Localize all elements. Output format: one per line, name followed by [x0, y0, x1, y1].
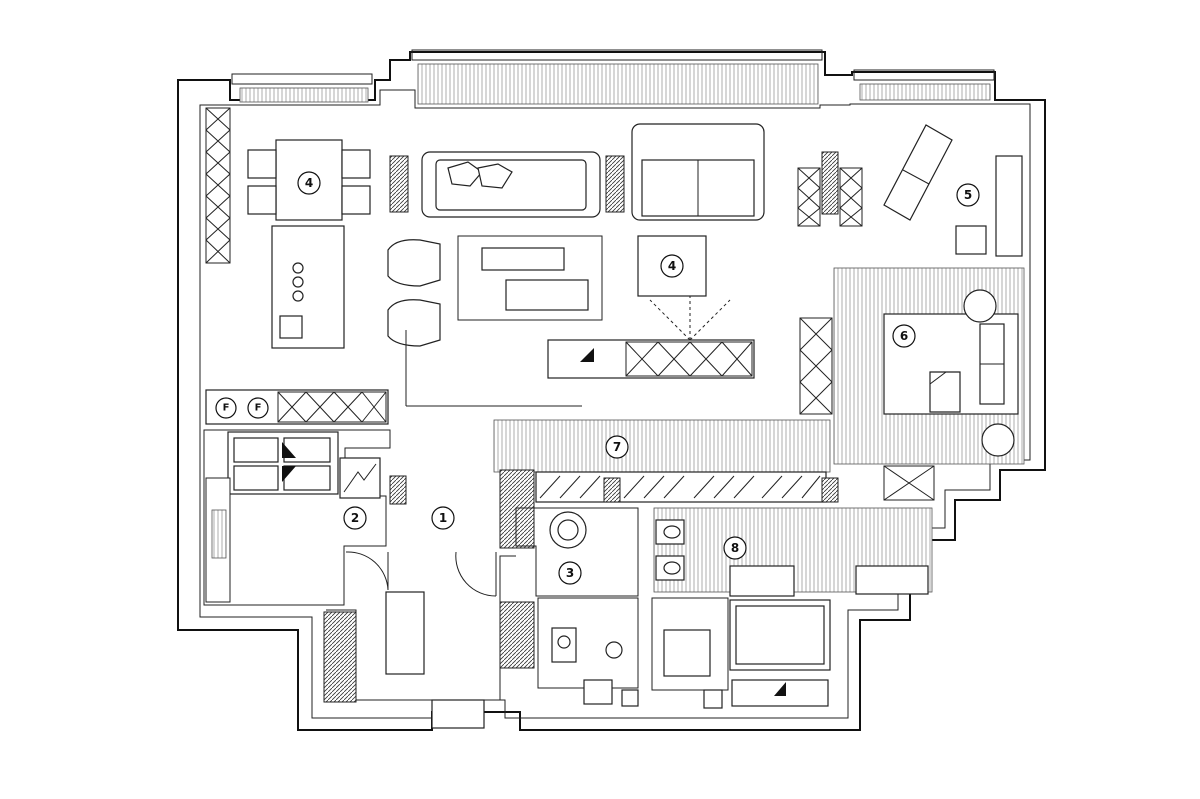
bathroom-3 [515, 507, 639, 707]
fridge-1: F [215, 397, 237, 419]
column-1 [389, 475, 407, 505]
room-label-5: 5 [956, 183, 980, 207]
balcony-right [853, 69, 995, 101]
room-2-walls [203, 429, 391, 606]
room-label-8: 8 [723, 536, 747, 560]
tv-unit [547, 296, 755, 379]
fridge-1-label: F [223, 403, 230, 414]
cabinet-pair [797, 151, 863, 227]
dining-table [247, 139, 371, 221]
kitchen-island [271, 225, 345, 349]
room-label-4b: 4 [660, 254, 684, 278]
door-arc-3 [455, 551, 497, 597]
entry-hall-walls [326, 555, 516, 701]
coffee-table-1 [481, 247, 565, 271]
room-label-1: 1 [431, 506, 455, 530]
room-label-6: 6 [892, 324, 916, 348]
room-number-4a: 4 [305, 176, 313, 190]
door-arc-2 [345, 551, 389, 591]
room-number-1: 1 [439, 511, 447, 525]
balcony-center [411, 49, 823, 105]
room-number-7: 7 [613, 440, 621, 454]
lounger [883, 124, 953, 221]
room-number-8: 8 [731, 541, 739, 555]
chair-5 [955, 225, 987, 255]
front-door [431, 699, 485, 729]
room-label-7: 7 [605, 435, 629, 459]
balcony-left [231, 73, 373, 103]
room-number-3: 3 [566, 566, 574, 580]
room-label-3: 3 [558, 561, 582, 585]
room-number-4b: 4 [668, 259, 676, 273]
corridor-floor [493, 419, 831, 473]
side-cabinet-5 [995, 155, 1023, 257]
side-table-2 [605, 155, 625, 213]
fireplace-icon [580, 348, 594, 362]
rug [457, 235, 603, 321]
sofa-main [421, 151, 601, 218]
fridge-2: F [247, 397, 269, 419]
room-label-4a: 4 [297, 171, 321, 195]
armchair-2 [387, 299, 441, 347]
kitchen-cabinets-left [205, 107, 231, 264]
room-number-5: 5 [964, 188, 972, 202]
wardrobe-row [535, 471, 839, 503]
entry-bench [385, 591, 425, 675]
coat-closet [323, 611, 357, 703]
sofa-second [631, 123, 765, 221]
side-table-1 [389, 155, 409, 213]
bathroom-8 [651, 507, 933, 709]
coffee-table-2 [505, 279, 589, 311]
wardrobe-left-2 [499, 601, 535, 669]
room-label-2: 2 [343, 506, 367, 530]
room-number-2: 2 [351, 511, 359, 525]
wardrobe-left [499, 469, 535, 549]
armchair-1 [387, 239, 441, 287]
fridge-2-label: F [255, 403, 262, 414]
room-number-6: 6 [900, 329, 908, 343]
